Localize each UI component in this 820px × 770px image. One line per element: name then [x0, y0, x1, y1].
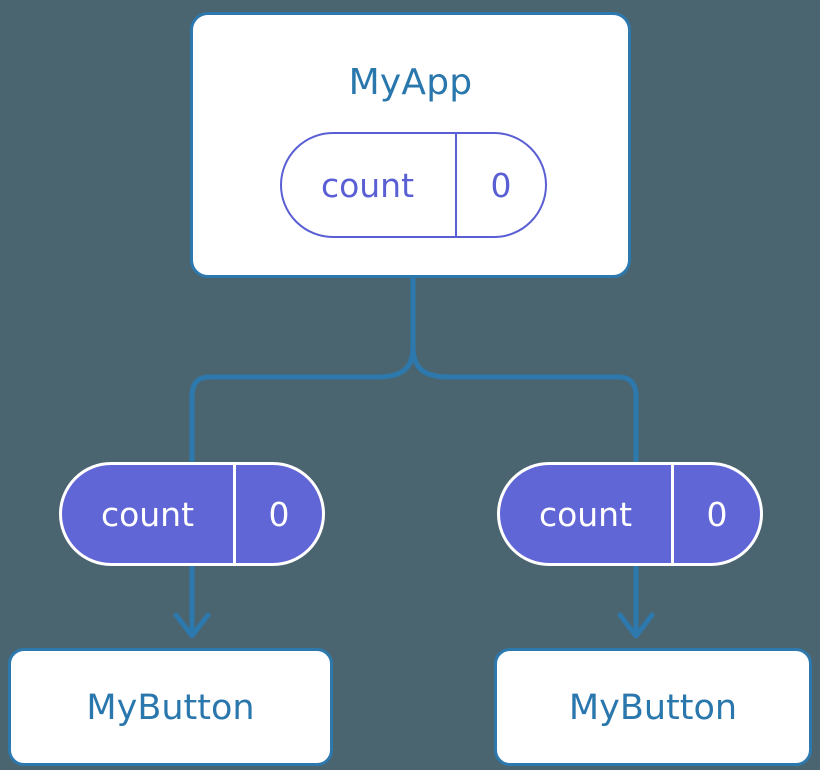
component-name-mybutton-left: MyButton: [86, 688, 255, 728]
state-value-child-right: 0: [706, 494, 728, 534]
connector-branch-left: [189, 344, 416, 473]
state-key-child-right: count: [500, 465, 674, 563]
state-pill-child-right[interactable]: count 0: [497, 462, 763, 566]
state-value-child-left: 0: [268, 494, 290, 534]
component-name-myapp: MyApp: [348, 62, 473, 103]
component-card-myapp[interactable]: MyApp count 0: [190, 12, 631, 278]
component-card-mybutton-left[interactable]: MyButton: [8, 648, 333, 766]
state-pill-child-left[interactable]: count 0: [59, 462, 325, 566]
arrowhead-left-icon: [173, 612, 211, 639]
state-key-myapp: count: [282, 134, 457, 236]
component-name-mybutton-right: MyButton: [568, 688, 738, 728]
connector-branch-right: [410, 344, 639, 473]
state-key-child-left: count: [62, 465, 236, 563]
component-card-mybutton-right[interactable]: MyButton: [494, 648, 812, 766]
state-value-myapp: 0: [490, 165, 512, 205]
state-pill-myapp[interactable]: count 0: [280, 132, 547, 238]
arrowhead-right-icon: [617, 612, 655, 639]
